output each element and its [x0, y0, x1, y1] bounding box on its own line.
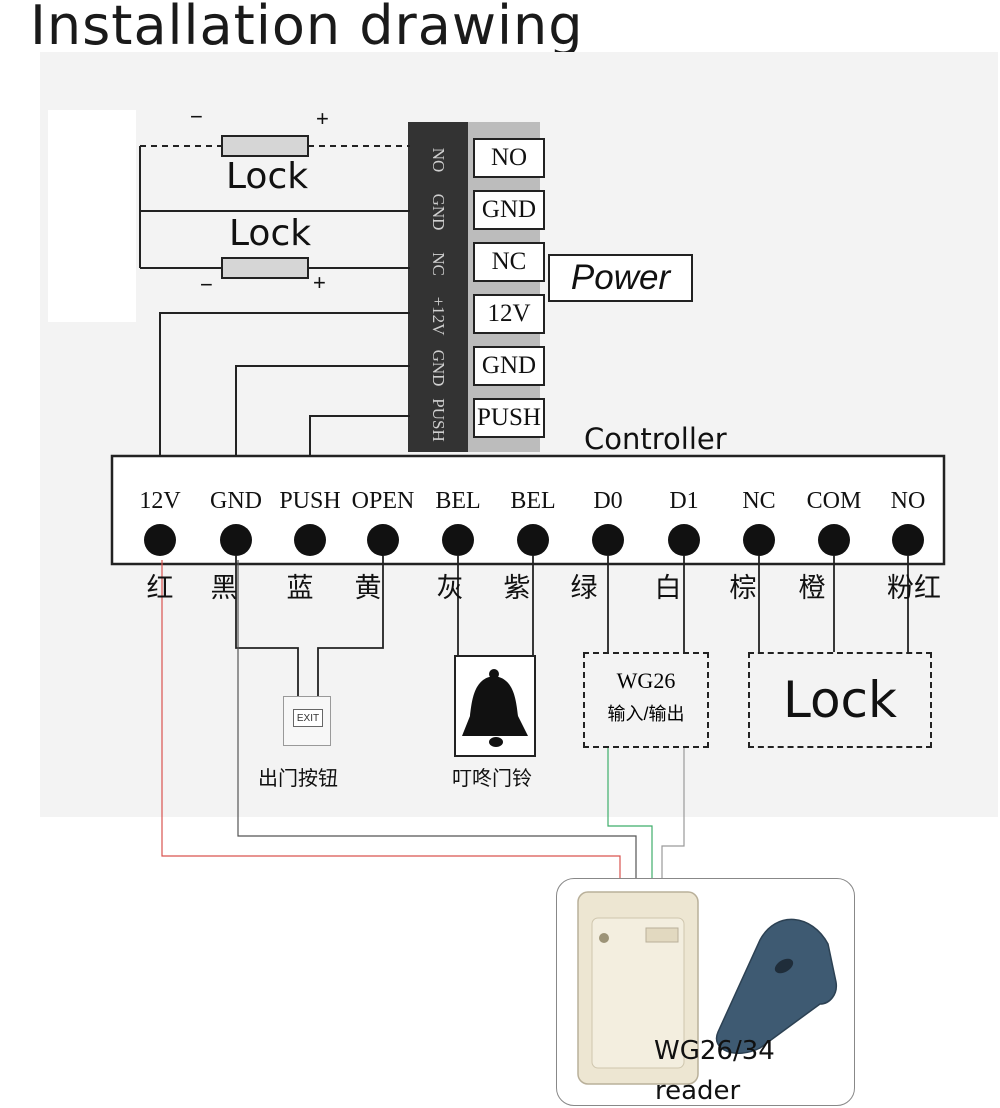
- power-label: Power: [548, 254, 693, 302]
- strip-label-nc: NC: [429, 252, 448, 276]
- top-lock-body: [221, 135, 309, 157]
- scan-blank-patch: [48, 110, 136, 322]
- reader-label: reader: [655, 1076, 741, 1106]
- pin-no: [892, 524, 924, 556]
- top-lock-plus: +: [316, 106, 329, 131]
- pin-push: [294, 524, 326, 556]
- pin-bel-1: [442, 524, 474, 556]
- pin-bel-2: [517, 524, 549, 556]
- wg-wiring: [607, 556, 685, 652]
- pin-label-d1: D1: [669, 488, 699, 514]
- reader-model-label: WG26/34: [654, 1036, 775, 1066]
- doorbell-wiring: [457, 556, 534, 656]
- relay-lock-box: Lock: [748, 652, 932, 748]
- pin-open: [367, 524, 399, 556]
- top-lock-minus: −: [190, 104, 203, 129]
- strip-label-gnd: GND: [429, 193, 448, 231]
- relay-wiring: [758, 556, 909, 652]
- black-wire: [237, 560, 637, 884]
- wire-color-yellow: 黄: [354, 573, 382, 603]
- green-wire: [607, 748, 653, 884]
- top-lock-wiring: [139, 145, 410, 268]
- pin-dots: [144, 524, 924, 556]
- wire-color-green: 绿: [570, 573, 598, 603]
- pin-nc: [743, 524, 775, 556]
- pin-label-bel-2: BEL: [510, 488, 556, 514]
- wire-color-white: 白: [654, 573, 682, 603]
- terminal-nc: NC: [473, 242, 545, 282]
- wire-color-purple: 紫: [503, 573, 531, 603]
- doorbell-caption: 叮咚门铃: [452, 768, 532, 790]
- white-wire: [661, 748, 685, 884]
- pin-gnd: [220, 524, 252, 556]
- bottom-lock-label: Lock: [229, 213, 312, 254]
- bottom-lock-body: [221, 257, 309, 279]
- bottom-lock-minus: −: [200, 272, 213, 297]
- pin-label-gnd: GND: [210, 488, 262, 514]
- terminal-12v: 12V: [473, 294, 545, 334]
- wiegand-label: WG26: [616, 668, 676, 693]
- pin-d1: [668, 524, 700, 556]
- terminal-no: NO: [473, 138, 545, 178]
- terminal-gnd: GND: [473, 190, 545, 230]
- pin-label-com: COM: [806, 488, 862, 514]
- pin-d0: [592, 524, 624, 556]
- wire-color-black: 黑: [210, 573, 238, 603]
- pin-label-nc: NC: [742, 488, 776, 514]
- wire-color-red: 红: [146, 573, 174, 603]
- pin-com: [818, 524, 850, 556]
- pin-label-push: PUSH: [279, 488, 341, 514]
- bottom-lock-plus: +: [313, 270, 326, 295]
- wire-color-blue: 蓝: [286, 573, 314, 603]
- red-wire: [161, 560, 621, 884]
- controller-label: Controller: [584, 422, 727, 456]
- wiegand-io-label: 输入/输出: [607, 704, 685, 724]
- exit-button-wiring: [235, 556, 384, 696]
- reader-frame: [556, 878, 855, 1106]
- exit-button-face: EXIT: [293, 709, 323, 727]
- wire-color-pink: 粉红: [887, 573, 941, 603]
- wiegand-io-box: WG26 输入/输出: [583, 652, 709, 748]
- strip-label-push: PUSH: [429, 398, 448, 442]
- terminal-strip: [408, 122, 468, 452]
- exit-button-caption: 出门按钮: [258, 768, 338, 790]
- terminal-push: PUSH: [473, 398, 545, 438]
- page-title: Installation drawing: [30, 0, 584, 57]
- wire-color-gray: 灰: [436, 573, 464, 603]
- top-lock-label: Lock: [226, 156, 309, 197]
- wire-color-orange: 橙: [798, 573, 826, 603]
- pin-12v: [144, 524, 176, 556]
- pin-label-open: OPEN: [351, 488, 415, 514]
- wire-color-brown: 棕: [729, 573, 757, 603]
- strip-label-gnd-2: GND: [429, 349, 448, 387]
- strip-label-12v: +12V: [429, 296, 448, 336]
- pin-label-bel-1: BEL: [435, 488, 481, 514]
- pin-label-no: NO: [890, 488, 926, 514]
- strip-label-no: NO: [429, 147, 448, 173]
- pin-label-d0: D0: [593, 488, 623, 514]
- pin-label-12v: 12V: [139, 488, 181, 514]
- exit-button-icon: EXIT: [283, 696, 331, 746]
- bell-icon: [462, 669, 528, 747]
- bottom-lock-wiring: [140, 210, 410, 269]
- terminal-gnd-2: GND: [473, 346, 545, 386]
